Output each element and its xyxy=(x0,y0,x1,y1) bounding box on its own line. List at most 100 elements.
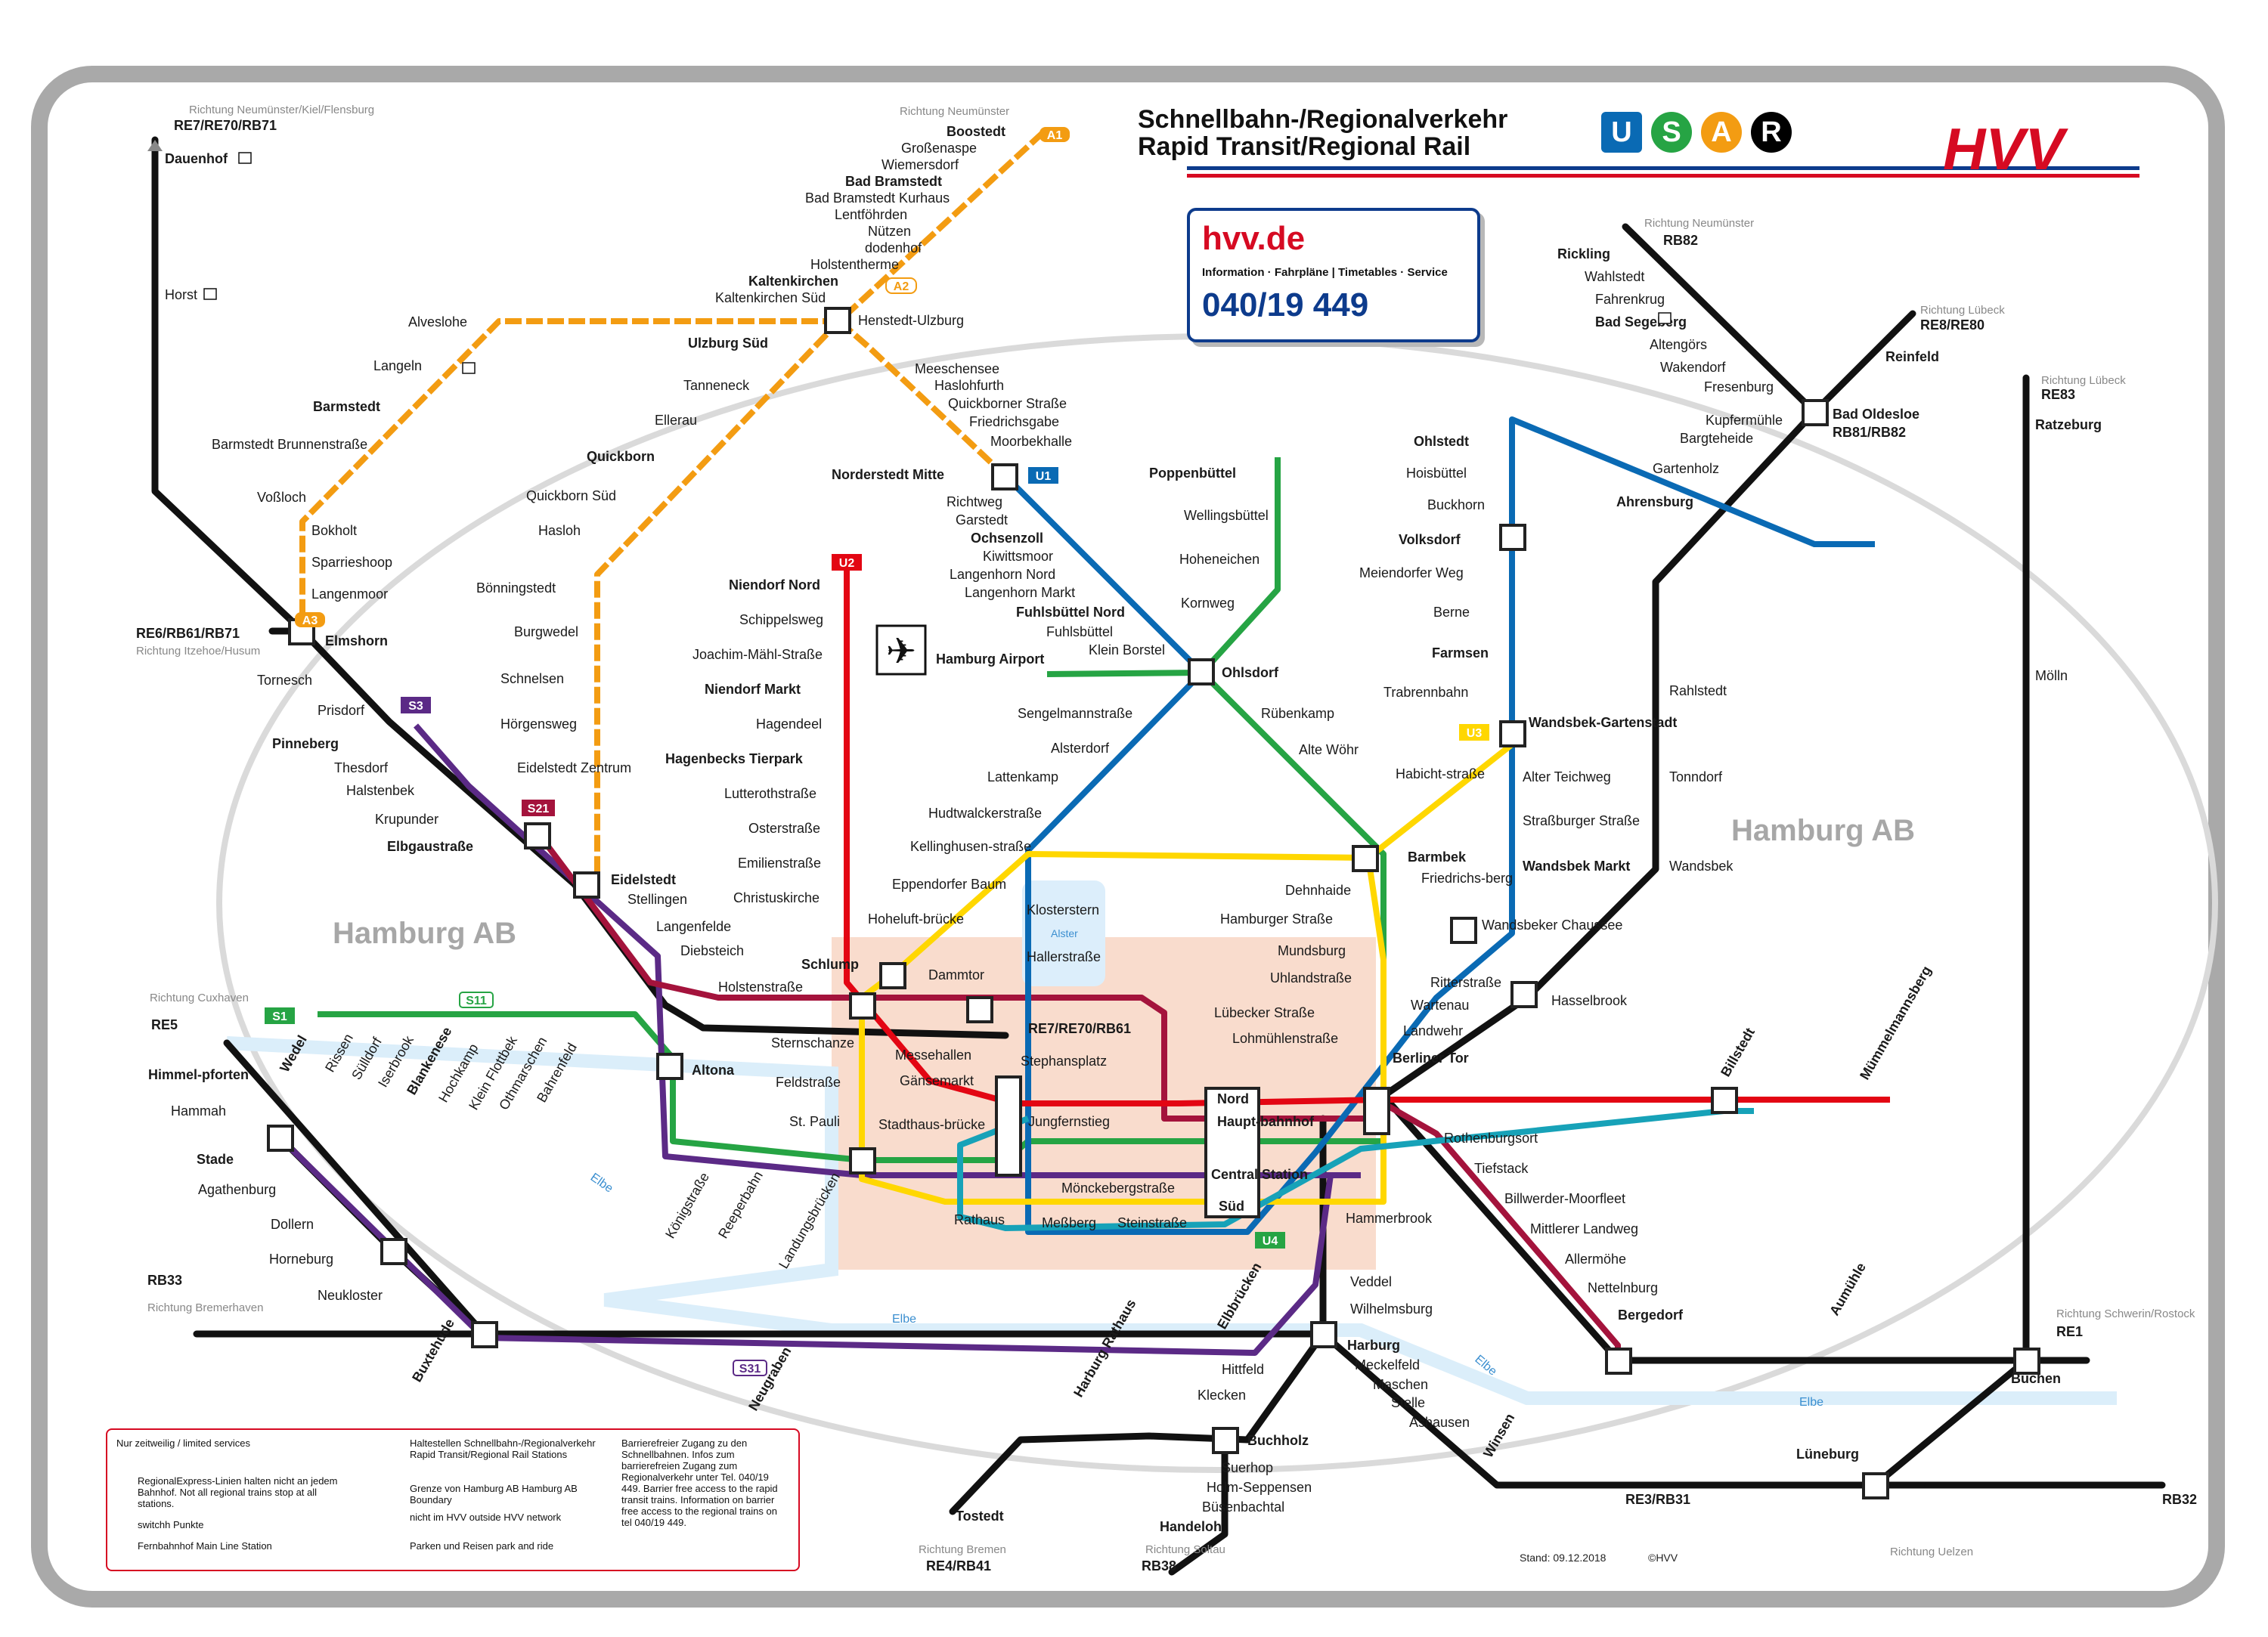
badge-a2-label: A2 xyxy=(894,280,909,293)
station-moenckeberg: Mönckebergstraße xyxy=(1061,1181,1175,1196)
station-barmstedt-brunnen: Barmstedt Brunnenstraße xyxy=(212,437,367,452)
station-ruebenkamp: Rübenkamp xyxy=(1261,706,1334,721)
station-nuetzen: Nützen xyxy=(868,224,911,239)
arrow-up-icon xyxy=(147,140,163,151)
station-lueneburg: Lüneburg xyxy=(1796,1447,1859,1462)
station-fuhlsbuettel-nord: Fuhlsbüttel Nord xyxy=(1016,605,1125,620)
footer-stand: Stand: 09.12.2018 xyxy=(1520,1552,1606,1564)
station-pinneberg: Pinneberg xyxy=(272,736,339,751)
station-lutterothstrasse: Lutterothstraße xyxy=(724,786,816,801)
station-quickborner-strasse: Quickborner Straße xyxy=(948,396,1067,411)
interchange-boxes xyxy=(267,307,2040,1499)
station-alte-woehr: Alte Wöhr xyxy=(1299,742,1359,757)
station-box-bad-oldesloe xyxy=(1802,399,1829,426)
station-box-lueneburg xyxy=(1862,1472,1889,1499)
station-barmbek: Barmbek xyxy=(1408,849,1467,865)
badge-u2-label: U2 xyxy=(839,557,855,570)
station-hammerbrook: Hammerbrook xyxy=(1346,1211,1433,1226)
station-bergedorf: Bergedorf xyxy=(1618,1307,1684,1323)
station-wandsbeker-chaussee: Wandsbeker Chaussee xyxy=(1482,918,1622,933)
station-handeloh: Handeloh xyxy=(1160,1519,1222,1534)
station-box-dammtor xyxy=(966,996,993,1023)
station-sparrieshoop: Sparrieshoop xyxy=(311,555,392,570)
station-gaensemarkt: Gänsemarkt xyxy=(900,1073,974,1088)
station-rahlstedt: Rahlstedt xyxy=(1669,683,1727,698)
station-bokholt: Bokholt xyxy=(311,523,357,538)
line-rb38 xyxy=(1168,1436,1228,1576)
station-landwehr: Landwehr xyxy=(1403,1023,1463,1038)
station-holstenstrasse: Holstenstraße xyxy=(718,979,803,995)
station-box-stade xyxy=(267,1125,294,1152)
u-bahn-badge: U xyxy=(1601,112,1642,153)
s3-lines xyxy=(277,723,1361,1356)
dir-uelzen: Richtung Uelzen xyxy=(1890,1546,1973,1558)
legend-haltestellen: Haltestellen Schnellbahn-/Regionalverkeh… xyxy=(410,1437,596,1460)
park-and-ride-icons xyxy=(203,152,1672,374)
line-re8-south xyxy=(1380,408,1818,1100)
station-jungfernstieg: Jungfernstieg xyxy=(1028,1114,1110,1129)
station-tiefstack: Tiefstack xyxy=(1474,1161,1529,1176)
station-stadthausbruecke: Stadthaus-brücke xyxy=(878,1117,985,1132)
station-burgwedel: Burgwedel xyxy=(514,624,578,639)
badge-u1 xyxy=(1028,467,1058,484)
alster-area xyxy=(1022,880,1105,986)
station-barmstedt: Barmstedt xyxy=(313,399,380,414)
hvv-logo: HVV xyxy=(1943,116,2065,182)
station-berne: Berne xyxy=(1433,605,1470,620)
station-box-buchholz xyxy=(1212,1427,1239,1454)
station-wahlstedt: Wahlstedt xyxy=(1585,269,1644,284)
station-kaltenkirchen: Kaltenkirchen xyxy=(748,274,838,289)
station-box-buechen xyxy=(2013,1348,2040,1375)
station-box-harburg xyxy=(1310,1321,1337,1348)
station-box-norderstedt xyxy=(991,463,1018,490)
station-ohlsdorf: Ohlsdorf xyxy=(1222,665,1279,680)
station-box-jungfernstieg xyxy=(995,1075,1022,1177)
station-kupfermuehle: Kupfermühle xyxy=(1706,413,1783,428)
station-langenmoor: Langenmoor xyxy=(311,586,388,602)
station-box-buxtehude xyxy=(471,1321,498,1348)
station-lentfoehrden: Lentföhrden xyxy=(835,207,907,222)
station-schlump: Schlump xyxy=(801,957,859,972)
alster-label: Alster xyxy=(1051,927,1078,939)
line-badges: U1 U2 U3 U4 S1 S11 S21 S3 S31 A1 A2 A3 xyxy=(265,127,1489,1376)
phone-number: 040/19 449 xyxy=(1202,286,1369,323)
route-re7-top: RE7/RE70/RB71 xyxy=(174,118,277,133)
station-fuhlsbuettel: Fuhlsbüttel xyxy=(1046,624,1113,639)
info-line: Information · Fahrpläne | Timetables · S… xyxy=(1202,266,1448,279)
station-sternschanze: Sternschanze xyxy=(771,1035,854,1051)
hvv-url[interactable]: hvv.de xyxy=(1202,220,1306,257)
station-wellingsbuettel: Wellingsbüttel xyxy=(1184,508,1269,523)
station-wandsbek-markt: Wandsbek Markt xyxy=(1523,859,1630,874)
station-halstenbek: Halstenbek xyxy=(346,783,415,798)
station-ochsenzoll: Ochsenzoll xyxy=(971,531,1043,546)
station-christuskirche: Christuskirche xyxy=(733,890,820,905)
station-eidelstedt-zentrum: Eidelstedt Zentrum xyxy=(517,760,631,775)
station-moorbekhalle: Moorbekhalle xyxy=(990,434,1072,449)
station-farmsen: Farmsen xyxy=(1432,645,1489,661)
dir-bremerhaven: Richtung Bremerhaven xyxy=(147,1301,263,1314)
badge-a3-label: A3 xyxy=(302,614,318,627)
station-wilhelmsburg: Wilhelmsburg xyxy=(1350,1301,1433,1317)
station-buechen: Büchen xyxy=(2011,1371,2061,1386)
station-altengoers: Altengörs xyxy=(1650,337,1707,352)
elbe-label-4: Elbe xyxy=(1799,1396,1823,1409)
station-strassburger: Straßburger Straße xyxy=(1523,813,1640,828)
station-tanneneck: Tanneneck xyxy=(683,378,750,393)
station-stade: Stade xyxy=(197,1152,234,1167)
line-u4 xyxy=(957,1108,1754,1231)
station-lattenkamp: Lattenkamp xyxy=(987,769,1058,784)
station-box-barmbek xyxy=(1352,845,1379,872)
station-rothenburgsort: Rothenburgsort xyxy=(1444,1131,1538,1146)
station-maschen: Maschen xyxy=(1373,1377,1428,1392)
station-volksdorf: Volksdorf xyxy=(1399,532,1461,547)
legend-grenze: Grenze von Hamburg AB Hamburg AB Boundar… xyxy=(410,1483,578,1505)
station-lohmuehlen: Lohmühlenstraße xyxy=(1232,1031,1338,1046)
station-veddel: Veddel xyxy=(1350,1274,1392,1289)
dir-cuxhaven: Richtung Cuxhaven xyxy=(150,992,249,1004)
station-uhlandstrasse: Uhlandstraße xyxy=(1270,970,1352,986)
station-agathenburg: Agathenburg xyxy=(198,1182,276,1197)
station-dehnhaide: Dehnhaide xyxy=(1285,883,1351,898)
station-hoheneichen: Hoheneichen xyxy=(1179,552,1259,567)
station-box-schlump xyxy=(879,962,906,989)
station-neukloster: Neukloster xyxy=(318,1288,383,1303)
